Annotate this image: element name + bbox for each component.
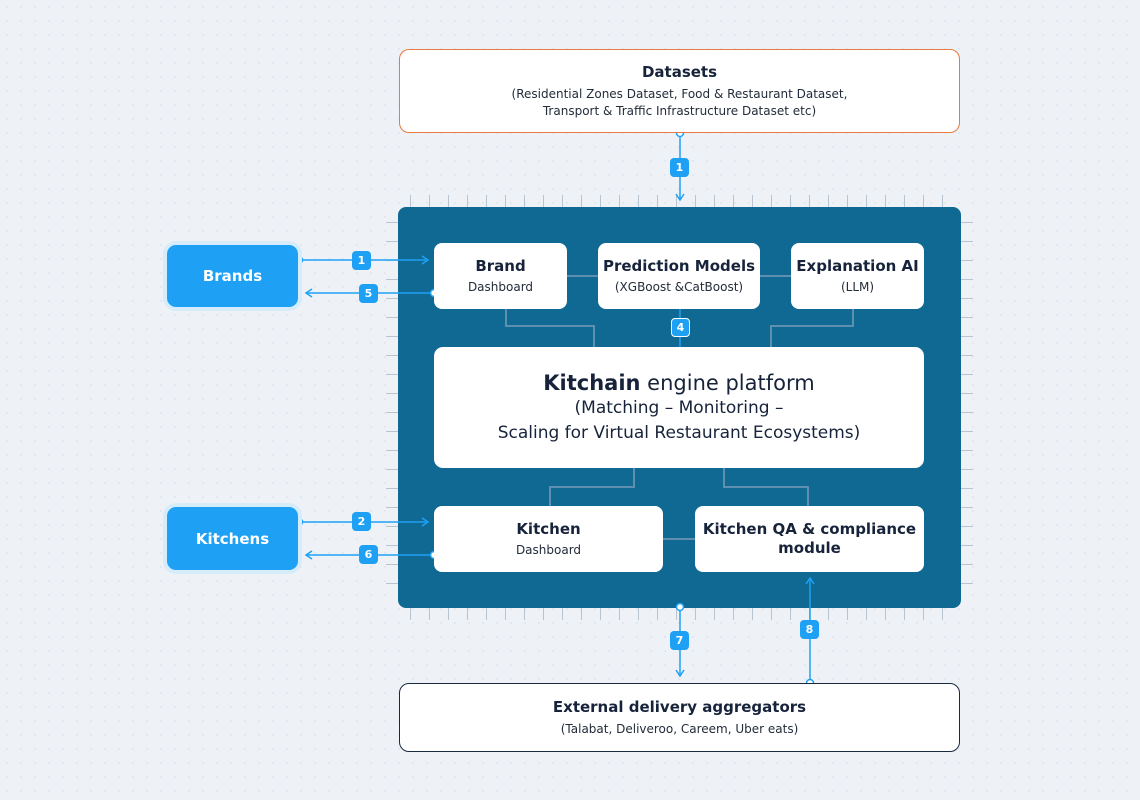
datasets-line-1: (Residential Zones Dataset, Food & Resta… <box>511 86 848 101</box>
aggregators-sub: (Talabat, Deliveroo, Careem, Uber eats) <box>560 721 799 736</box>
kitchen-dashboard-sub: Dashboard <box>515 542 582 557</box>
kitchens-label: Kitchens <box>195 529 270 548</box>
datasets-line-2: Transport & Traffic Infrastructure Datas… <box>542 103 817 118</box>
prediction-models-sub: (XGBoost &CatBoost) <box>614 279 744 294</box>
brands-node: Brands <box>167 245 298 307</box>
brand-dashboard-box: Brand Dashboard <box>434 243 567 309</box>
datasets-box: Datasets (Residential Zones Dataset, Foo… <box>399 49 960 133</box>
explanation-ai-title: Explanation AI <box>796 256 919 275</box>
step-badge-aggregators: 7 <box>670 631 689 650</box>
explanation-ai-box: Explanation AI (LLM) <box>791 243 924 309</box>
step-badge-datasets: 1 <box>670 158 689 177</box>
engine-brand: Kitchain <box>543 370 641 395</box>
step-badge-kitchens-in: 2 <box>352 512 371 531</box>
platform-ticks-right <box>961 222 973 592</box>
qa-module-box: Kitchen QA & compliance module <box>695 506 924 572</box>
engine-heading: Kitchain engine platform <box>543 370 814 396</box>
datasets-title: Datasets <box>641 62 718 81</box>
step-badge-qa: 8 <box>800 620 819 639</box>
step-badge-brands-out: 5 <box>359 284 378 303</box>
kitchen-dashboard-title: Kitchen <box>516 519 581 538</box>
brand-dashboard-title: Brand <box>475 256 526 275</box>
step-badge-kitchens-out: 6 <box>359 545 378 564</box>
internal-connectors <box>505 275 854 540</box>
aggregators-title: External delivery aggregators <box>552 697 807 716</box>
aggregators-box: External delivery aggregators (Talabat, … <box>399 683 960 752</box>
step-badge-prediction: 4 <box>671 318 690 337</box>
platform-ticks-left <box>386 222 398 592</box>
brands-label: Brands <box>202 267 263 285</box>
engine-platform-box: Kitchain engine platform (Matching – Mon… <box>434 347 924 468</box>
engine-line-2: (Matching – Monitoring – <box>574 397 784 418</box>
qa-module-line-2: module <box>778 539 841 557</box>
brand-dashboard-sub: Dashboard <box>467 279 534 294</box>
prediction-models-box: Prediction Models (XGBoost &CatBoost) <box>598 243 760 309</box>
qa-module-line-1: Kitchen QA & compliance <box>702 520 917 538</box>
kitchen-dashboard-box: Kitchen Dashboard <box>434 506 663 572</box>
prediction-models-title: Prediction Models <box>602 256 756 275</box>
engine-heading-rest: engine platform <box>640 370 815 395</box>
kitchens-node: Kitchens <box>167 507 298 570</box>
explanation-ai-sub: (LLM) <box>840 279 875 294</box>
engine-line-3: Scaling for Virtual Restaurant Ecosystem… <box>497 422 861 443</box>
step-badge-brands-in: 1 <box>352 251 371 270</box>
